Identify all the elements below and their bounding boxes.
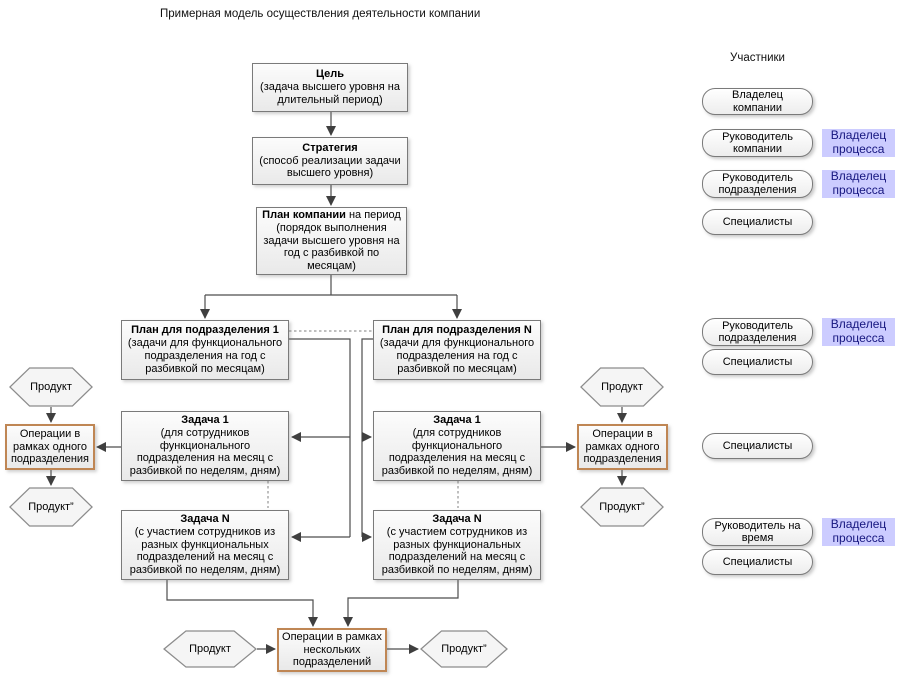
node-dept-plan-1: План для подразделения 1 (задачи для фун… [121,320,289,380]
node-ops-multi-label: Операции в рамках нескольких подразделен… [282,630,382,669]
participants-header: Участники [730,52,785,64]
participant-temp-head-label: Руководитель на время [714,519,801,544]
hex-product-out-right-label: Продукт” [599,501,645,513]
node-ops-single-left: Операции в рамках одного подразделения [5,424,95,470]
participant-dept-head-top-label: Руководитель подразделения [718,171,797,196]
hex-product-in-right-label: Продукт [601,381,643,393]
hex-product-in-left: Продукт [9,367,93,407]
process-owner-badge-4: Владелец процесса [822,517,895,546]
node-task-n-right-title: Задача N [432,512,482,525]
node-goal: Цель (задача высшего уровня на длительны… [252,63,408,112]
node-company-plan: План компании на период (порядок выполне… [256,207,407,275]
participant-dept-head-mid-label: Руководитель подразделения [718,319,797,344]
node-company-plan-subtitle: (порядок выполнения задачи высшего уровн… [263,221,400,273]
node-task-n-right-subtitle: (с участием сотрудников из разных функци… [381,525,533,577]
node-strategy: Стратегия (способ реализации задачи высш… [252,137,408,185]
node-task-n-left: Задача N (с участием сотрудников из разн… [121,510,289,580]
node-dept-plan-n-title: План для подразделения N [382,324,532,337]
participant-specialists-ops-label: Специалисты [722,439,793,452]
participant-specialists-mid: Специалисты [702,349,813,375]
node-goal-subtitle: (задача высшего уровня на длительный пер… [260,81,400,106]
node-ops-single-left-label: Операции в рамках одного подразделения [10,427,90,466]
node-strategy-subtitle: (способ реализации задачи высшего уровня… [259,154,401,180]
node-dept-plan-n-subtitle: (задачи для функционального подразделени… [379,337,535,375]
participant-specialists-top-label: Специалисты [722,215,793,228]
node-company-plan-title: План компании на период [262,208,401,221]
node-task-1-left-title: Задача 1 [181,413,229,426]
node-task-1-right-title: Задача 1 [433,413,481,426]
participant-specialists-bottom: Специалисты [702,549,813,575]
participant-specialists-bottom-label: Специалисты [722,555,793,568]
participant-temp-head: Руководитель на время [702,518,813,546]
node-task-1-left: Задача 1 (для сотрудников функциональног… [121,411,289,481]
page-title: Примерная модель осуществления деятельно… [160,8,481,20]
hex-product-out-right: Продукт” [580,487,664,527]
node-task-n-right: Задача N (с участием сотрудников из разн… [373,510,541,580]
node-task-n-left-title: Задача N [180,512,230,525]
participant-company-head-label: Руководитель компании [722,130,793,155]
node-ops-multi: Операции в рамках нескольких подразделен… [277,628,387,672]
hex-product-out-bottom: Продукт” [420,630,508,668]
node-task-1-left-subtitle: (для сотрудников функционального подразд… [129,426,281,478]
participant-company-owner: Владелец компании [702,88,813,115]
hex-product-out-bottom-label: Продукт” [441,643,487,655]
node-ops-single-right-label: Операции в рамках одного подразделения [583,427,662,466]
participant-dept-head-top: Руководитель подразделения [702,170,813,198]
hex-product-out-left-label: Продукт” [28,501,74,513]
participant-company-head: Руководитель компании [702,129,813,157]
node-goal-title: Цель [315,68,345,81]
hex-product-in-right: Продукт [580,367,664,407]
node-dept-plan-1-title: План для подразделения 1 [131,324,279,337]
process-owner-badge-3: Владелец процесса [822,317,895,346]
participant-specialists-ops: Специалисты [702,433,813,459]
hex-product-in-left-label: Продукт [30,381,72,393]
node-dept-plan-1-subtitle: (задачи для функционального подразделени… [127,337,283,375]
hex-product-in-bottom: Продукт [163,630,257,668]
node-task-1-right-subtitle: (для сотрудников функционального подразд… [381,426,533,478]
process-owner-badge-1: Владелец процесса [822,128,895,157]
node-strategy-title: Стратегия [302,141,358,154]
node-ops-single-right: Операции в рамках одного подразделения [577,424,668,470]
participant-specialists-top: Специалисты [702,209,813,235]
hex-product-in-bottom-label: Продукт [189,643,231,655]
node-task-n-left-subtitle: (с участием сотрудников из разных функци… [129,525,281,577]
participant-dept-head-mid: Руководитель подразделения [702,318,813,346]
participant-company-owner-label: Владелец компании [732,89,783,114]
participant-specialists-mid-label: Специалисты [722,355,793,368]
process-owner-badge-2: Владелец процесса [822,169,895,198]
node-dept-plan-n: План для подразделения N (задачи для фун… [373,320,541,380]
node-task-1-right: Задача 1 (для сотрудников функциональног… [373,411,541,481]
hex-product-out-left: Продукт” [9,487,93,527]
